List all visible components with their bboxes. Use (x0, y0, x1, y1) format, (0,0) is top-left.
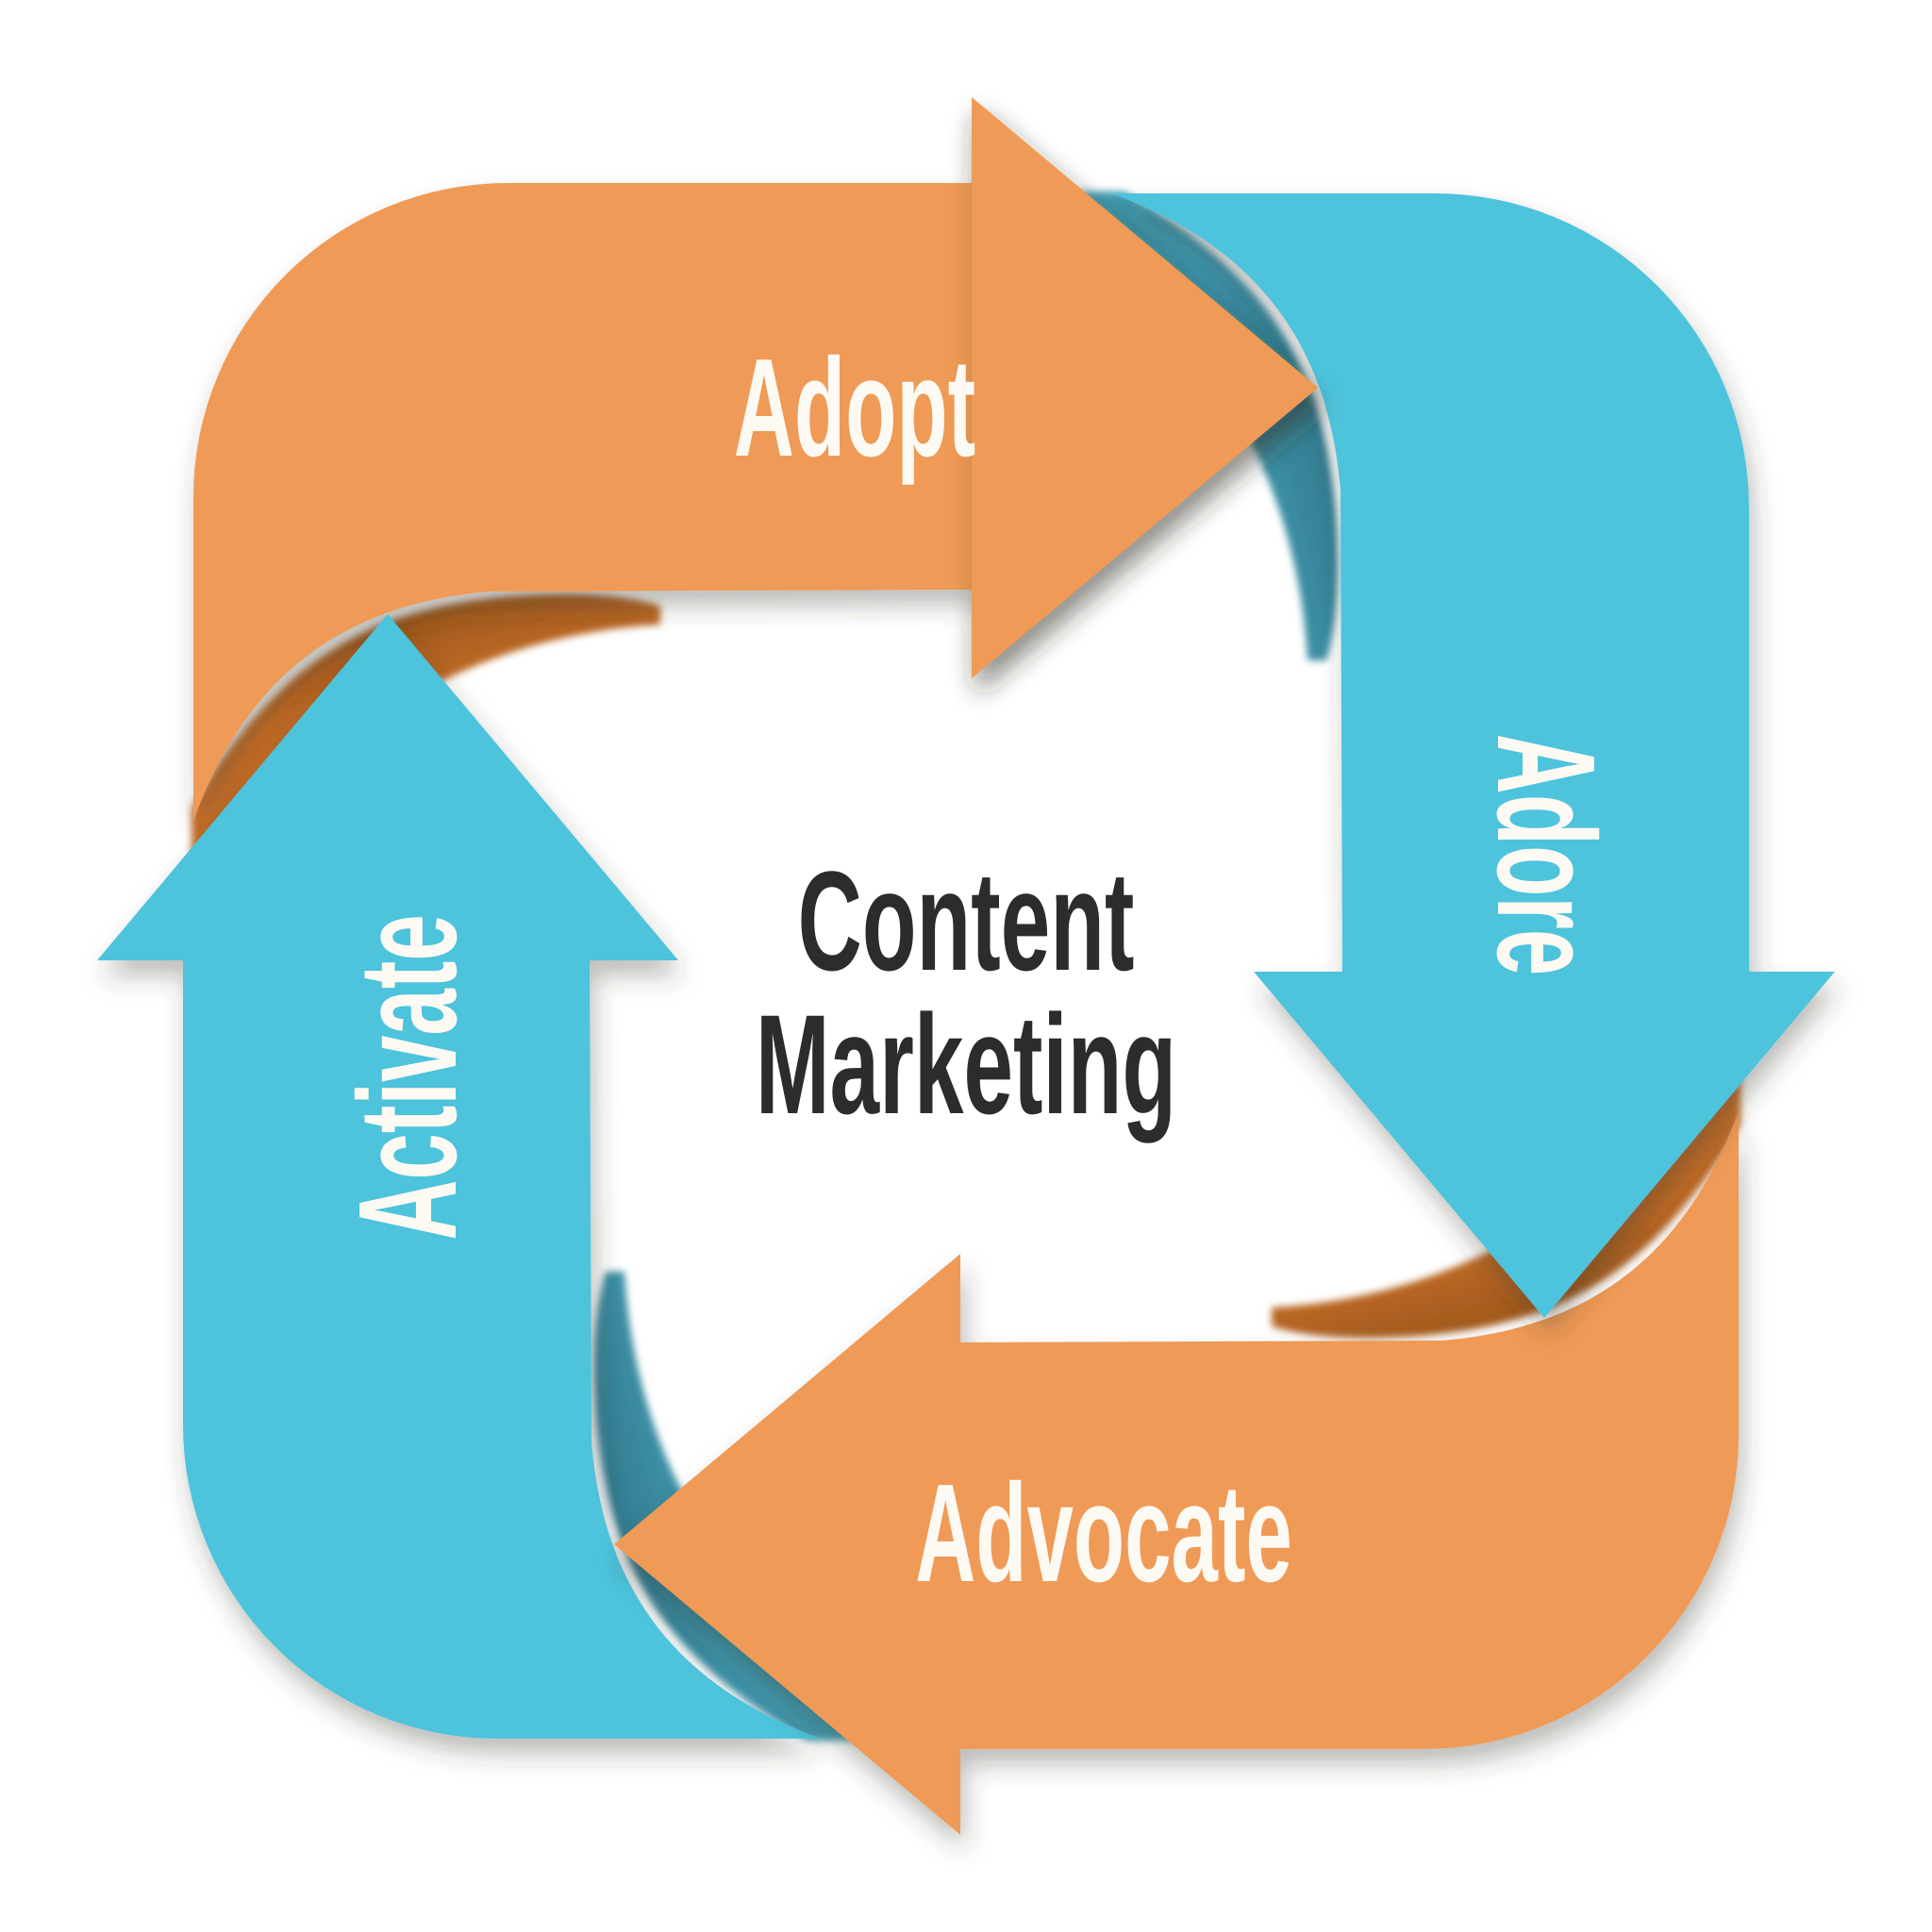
stage-label-activate: Activate (330, 914, 486, 1240)
arrow-adopt-head-icon (972, 97, 1318, 678)
center-title-line1: Content (798, 842, 1135, 1001)
stage-label-adopt: Adopt (734, 330, 975, 486)
center-title-line2: Marketing (756, 986, 1176, 1144)
stage-label-adore: Adore (1468, 734, 1624, 976)
stage-label-advocate: Advocate (915, 1456, 1292, 1611)
